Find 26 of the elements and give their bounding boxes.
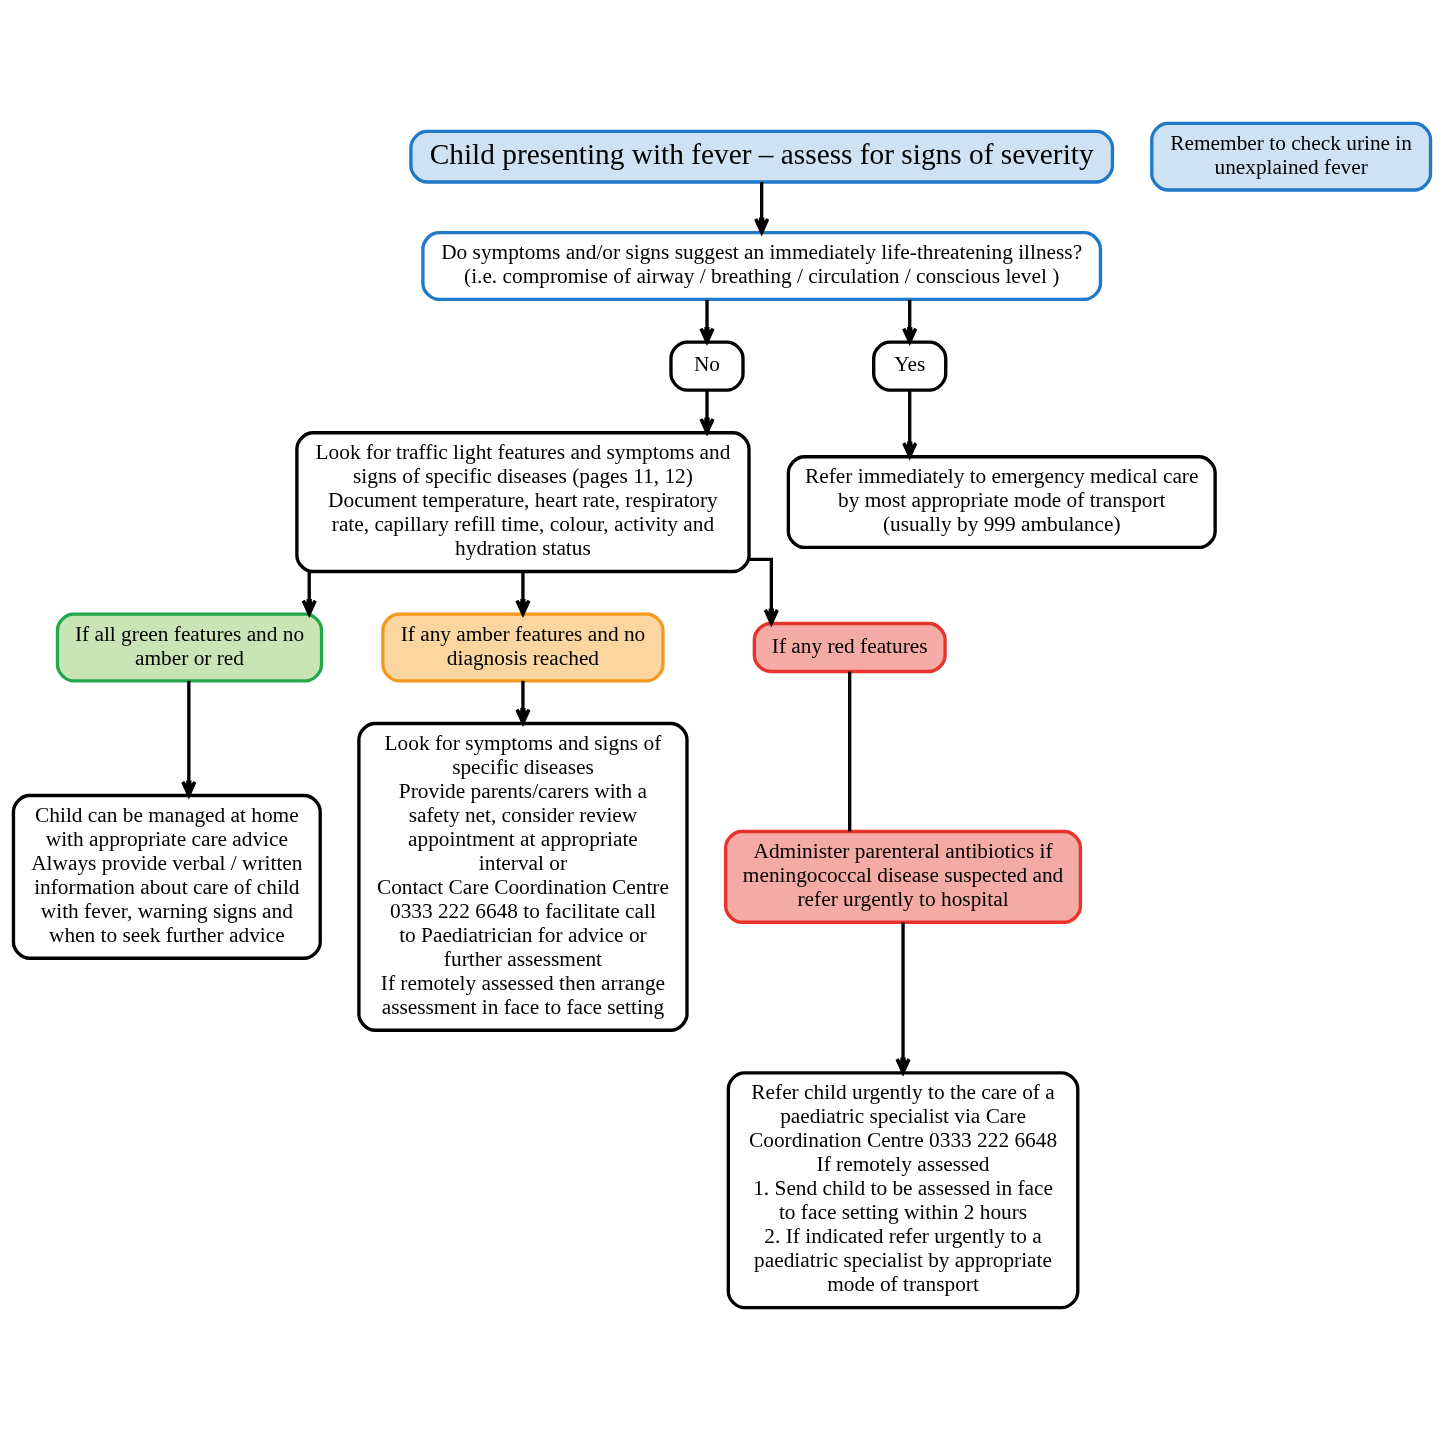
node-box: Child can be managed at home with appropriate care advice Always provide verbal / written information about care of child with fever, warning signs and when to seek further advice — [11, 793, 322, 960]
node-box: Yes — [872, 339, 948, 392]
connector — [848, 671, 852, 831]
node-box: Child presenting with fever – assess for signs of severity — [409, 129, 1115, 184]
arrow — [895, 921, 911, 1074]
node-box: Look for traffic light features and symptoms and signs of specific diseases (pages 11, 12) Document temperature, heart rate, respiratory rate, capillary refill time, colour, activity and hydration status — [295, 430, 751, 573]
node-box: Refer child urgently to the care of a paediatric specialist via Care Coordination Centre 0333 222 6648 If remotely assessed 1. Send child to be assessed in face to face setting within 2 hours 2. If indicated refer urgently to a paediatric specialist by appropriate mode of transport — [726, 1070, 1080, 1309]
node-box: If any amber features and no diagnosis reached — [381, 611, 665, 682]
node-box: Remember to check urine in unexplained fever — [1150, 121, 1433, 192]
arrow — [699, 299, 715, 344]
arrow — [301, 571, 317, 616]
node-box: Look for symptoms and signs of specific diseases Provide parents/carers with a safety net, consider review appointment at appropriate interval or Contact Care Coordination Centre 0333 222 6648 to facilitate call to Paediatrician for advice or further assessment If remotely assessed then arrange assessment in face to face setting — [357, 721, 689, 1032]
node-box: If any red features — [752, 621, 947, 673]
arrow — [515, 680, 531, 725]
arrow — [699, 389, 715, 434]
arrow — [902, 389, 918, 458]
node-box: Do symptoms and/or signs suggest an immediately life-threatening illness? (i.e. compromise of airway / breathing / circulation / conscious level ) — [421, 230, 1103, 301]
node-box: If all green features and no amber or red — [55, 611, 324, 682]
arrow — [749, 557, 779, 625]
arrow — [902, 299, 918, 344]
arrow — [515, 571, 531, 616]
node-box: Refer immediately to emergency medical care by most appropriate mode of transport (usually by 999 ambulance) — [786, 454, 1217, 549]
arrow — [754, 181, 770, 234]
node-box: Administer parenteral antibiotics if meningococcal disease suspected and refer urgently to hospital — [724, 829, 1083, 924]
node-box: No — [669, 339, 745, 392]
arrow — [181, 680, 197, 797]
